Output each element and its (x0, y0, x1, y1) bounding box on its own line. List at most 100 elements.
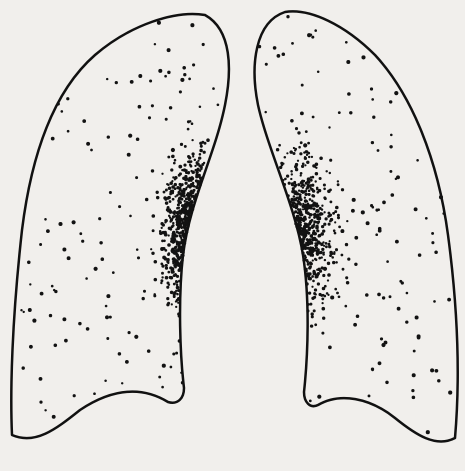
stipple-dot (190, 160, 193, 163)
stipple-dot (335, 206, 339, 210)
stipple-dot (165, 118, 168, 121)
stipple-dot (176, 299, 179, 302)
stipple-dot (309, 198, 312, 201)
stipple-dot (370, 204, 373, 207)
stipple-dot (184, 206, 187, 209)
stipple-dot (196, 168, 199, 171)
stipple-dot (352, 198, 356, 202)
stipple-dot (346, 220, 348, 222)
stipple-dot (321, 302, 323, 304)
stipple-dot (303, 143, 307, 147)
stipple-dot (291, 182, 294, 185)
stipple-dot (185, 188, 187, 190)
stipple-dot (212, 87, 215, 90)
stipple-dot (382, 296, 385, 299)
stipple-dot (167, 271, 170, 274)
stipple-dot (382, 201, 386, 205)
stipple-dot (310, 188, 313, 191)
stipple-dot (295, 127, 298, 130)
stipple-dot (290, 201, 292, 203)
stipple-dot (167, 302, 170, 305)
stipple-dot (169, 182, 173, 186)
stipple-dot (334, 232, 337, 235)
stipple-dot (177, 247, 180, 250)
stipple-dot (304, 259, 306, 261)
stipple-dot (58, 222, 62, 226)
stipple-dot (170, 276, 174, 280)
stipple-dot (177, 312, 180, 315)
stipple-dot (325, 170, 327, 172)
stipple-dot (304, 164, 306, 166)
stipple-dot (337, 180, 339, 182)
stipple-dot (162, 364, 166, 368)
stipple-dot (303, 216, 306, 219)
stipple-dot (106, 294, 110, 298)
stipple-dot (143, 290, 146, 293)
stipple-dot (171, 303, 173, 305)
stipple-dot (161, 386, 164, 389)
stipple-dot (333, 252, 336, 255)
stipple-dot (326, 292, 329, 295)
stipple-dot (351, 209, 355, 213)
stipple-dot (413, 350, 416, 353)
stipple-dot (130, 80, 134, 84)
stipple-dot (296, 205, 298, 207)
stipple-dot (297, 215, 299, 217)
stipple-dot (395, 240, 399, 244)
stipple-dot (322, 229, 325, 232)
stipple-dot (182, 248, 186, 252)
stipple-dot (295, 207, 297, 209)
stipple-dot (431, 232, 434, 235)
stipple-dot (330, 295, 334, 299)
stipple-dot (435, 369, 439, 373)
stipple-dot (305, 188, 307, 190)
stipple-dot (308, 189, 311, 192)
stipple-dot (165, 266, 168, 269)
stipple-dot (319, 157, 323, 161)
stipple-dot (90, 149, 93, 152)
stipple-dot (179, 188, 182, 191)
stipple-dot (165, 264, 168, 267)
stipple-dot (390, 193, 394, 197)
stipple-dot (187, 172, 190, 175)
stipple-dot (317, 205, 320, 208)
stipple-dot (327, 279, 329, 281)
stipple-dot (188, 197, 191, 200)
stipple-dot (162, 231, 165, 234)
stipple-dot (309, 220, 312, 223)
stipple-dot (283, 183, 286, 186)
stipple-dot (389, 295, 392, 298)
stipple-dot (171, 185, 175, 189)
stipple-dot (331, 256, 334, 259)
stipple-dot (361, 55, 365, 59)
stipple-dot (346, 281, 349, 284)
stipple-dot (181, 169, 183, 171)
stipple-dot (298, 146, 301, 149)
stipple-dot (194, 159, 196, 161)
stipple-dot (309, 33, 312, 36)
stipple-dot (174, 195, 176, 197)
stipple-dot (286, 15, 289, 18)
stipple-dot (189, 207, 192, 210)
stipple-dot (173, 162, 176, 165)
stipple-dot (311, 252, 313, 254)
stipple-dot (180, 226, 183, 229)
stipple-dot (301, 165, 304, 168)
stipple-dot (196, 180, 199, 183)
stipple-dot (316, 248, 319, 251)
stipple-dot (172, 222, 174, 224)
stipple-dot (371, 141, 374, 144)
stipple-dot (174, 159, 177, 162)
stipple-dot (297, 131, 300, 134)
stipple-dot (29, 345, 33, 349)
stipple-dot (305, 150, 308, 153)
stipple-dot (175, 306, 177, 308)
stipple-dot (312, 195, 315, 198)
stipple-dot (180, 143, 183, 146)
stipple-dot (447, 298, 451, 302)
stipple-dot (321, 205, 323, 207)
stipple-dot (302, 163, 305, 166)
stipple-dot (299, 193, 302, 196)
stipple-dot (294, 198, 297, 201)
stipple-dot (311, 315, 314, 318)
